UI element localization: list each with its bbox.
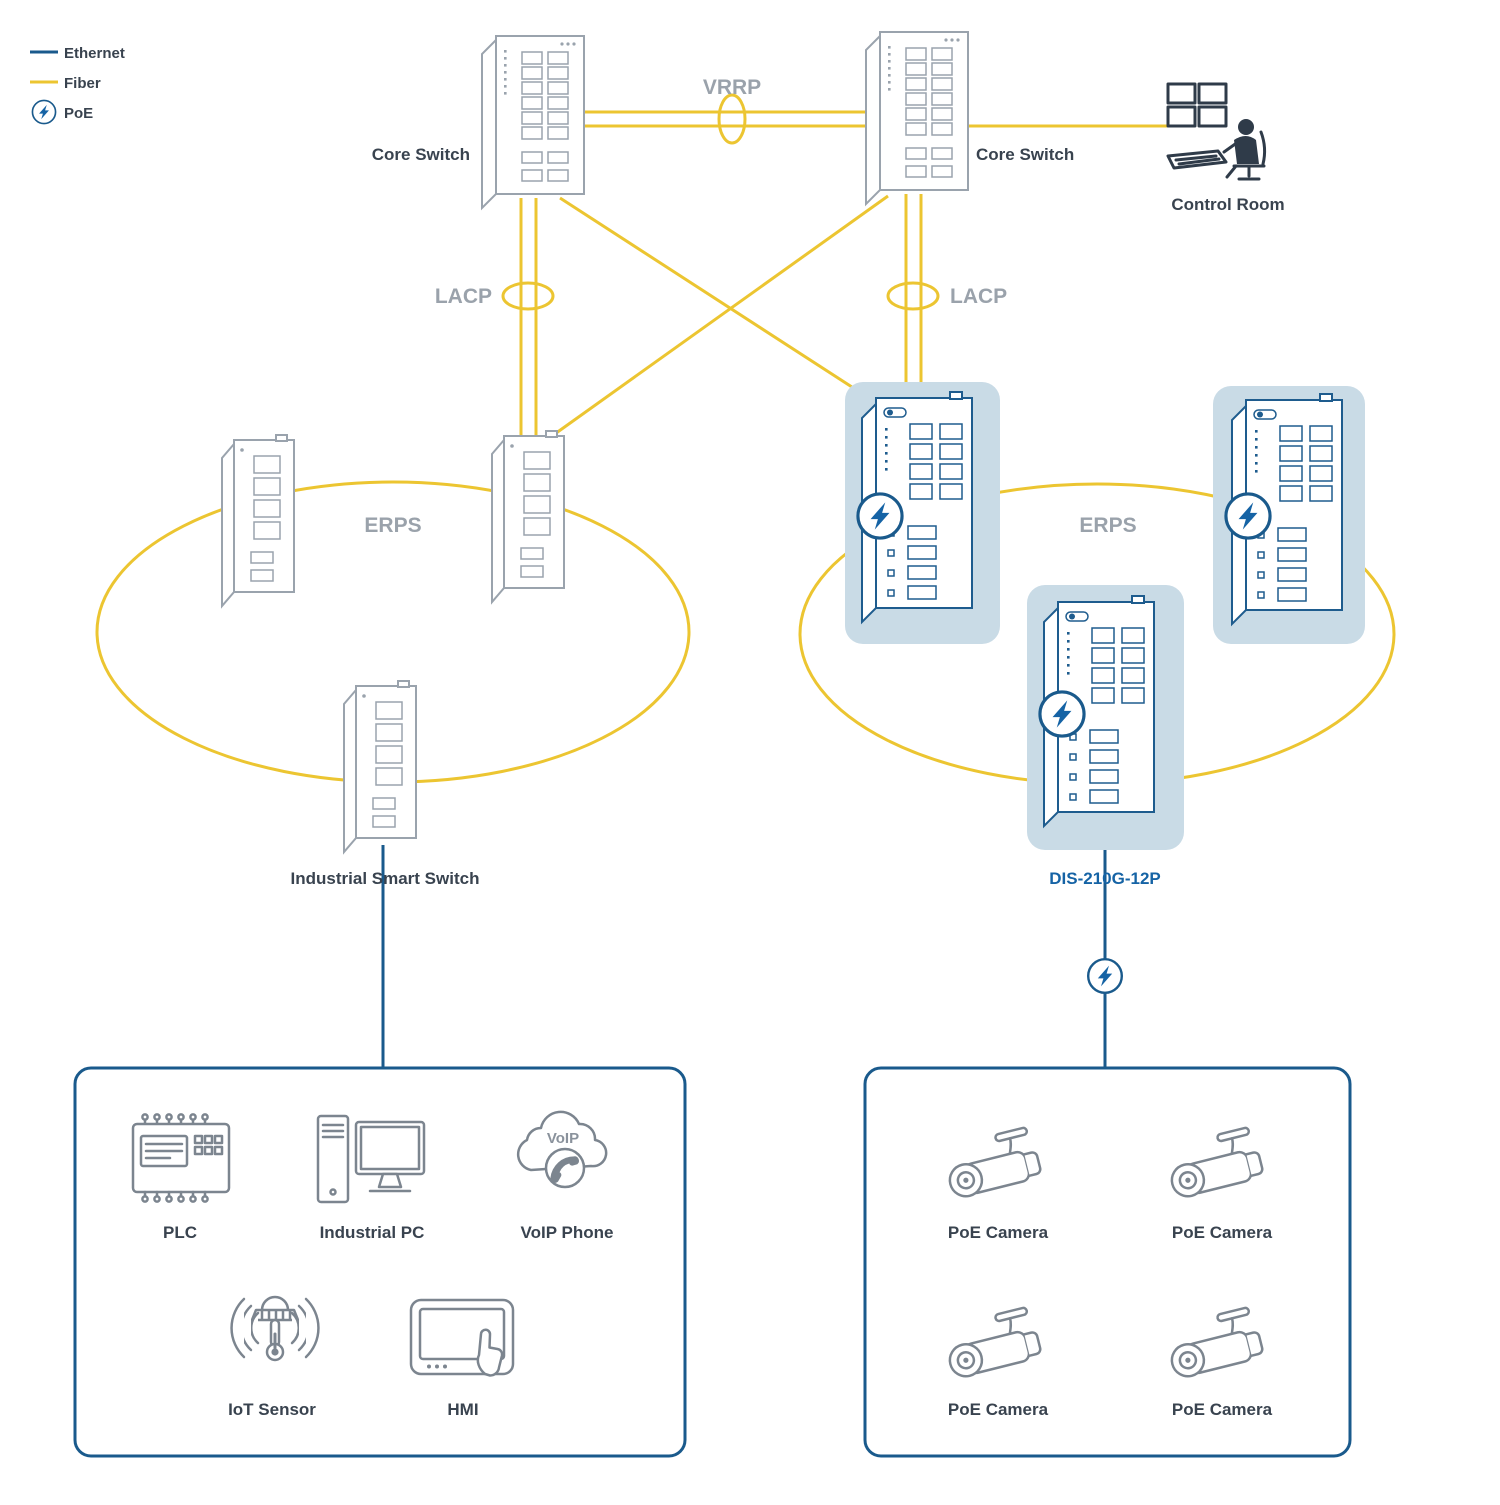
voip-phone-label: VoIP Phone [521,1223,614,1242]
legend-fiber-label: Fiber [64,75,101,92]
core-switch-right-icon [865,31,969,205]
cross-link-core1-poe [559,196,873,402]
legend: Ethernet Fiber PoE [30,45,125,125]
lacp-right-bundle-ellipse [886,281,940,311]
core-switch-left-icon [481,35,585,209]
plc-icon [131,1113,231,1203]
hmi-label: HMI [447,1400,478,1419]
poe-camera-label-2: PoE Camera [1172,1223,1273,1242]
iot-sensor-label: IoT Sensor [228,1400,316,1419]
industrial-smart-switch-icon [343,680,417,853]
erps-right-label: ERPS [1079,514,1136,537]
legend-ethernet-label: Ethernet [64,45,125,62]
poe-icon-switch-1 [856,492,904,540]
poe-icon-switch-3 [1038,690,1086,738]
vrrp-bundle-ellipse [717,93,747,145]
plc-label: PLC [163,1223,197,1242]
control-room-label: Control Room [1171,195,1284,214]
legend-poe-label: PoE [64,105,93,122]
lacp-right-label: LACP [950,285,1007,308]
lacp-left-label: LACP [435,285,492,308]
voip-cloud-text: VoIP [547,1130,579,1147]
voip-phone-icon: VoIP [516,1110,608,1189]
poe-camera-label-1: PoE Camera [948,1223,1049,1242]
lacp-left-bundle-ellipse [501,281,555,311]
poe-camera-label-3: PoE Camera [948,1400,1049,1419]
core-switch-right-label: Core Switch [976,145,1074,164]
core-switch-left-label: Core Switch [372,145,470,164]
industrial-pc-label: Industrial PC [320,1223,425,1242]
poe-icon-drop-link [1086,958,1124,994]
erps-left-label: ERPS [364,514,421,537]
poe-camera-label-4: PoE Camera [1172,1400,1273,1419]
industrial-switch-icon-1 [221,434,295,607]
legend-poe-icon [31,99,57,125]
industrial-switch-icon-2 [491,430,565,603]
hmi-icon [409,1298,515,1377]
poe-camera-box [863,1066,1352,1458]
vrrp-label: VRRP [703,76,761,99]
industrial-smart-switch-label: Industrial Smart Switch [291,869,480,888]
poe-icon-switch-2 [1224,492,1272,540]
cross-link-core2-ind [551,194,889,438]
poe-switch-model-label: DIS-210G-12P [1049,869,1161,888]
control-room-icon [1166,82,1267,181]
